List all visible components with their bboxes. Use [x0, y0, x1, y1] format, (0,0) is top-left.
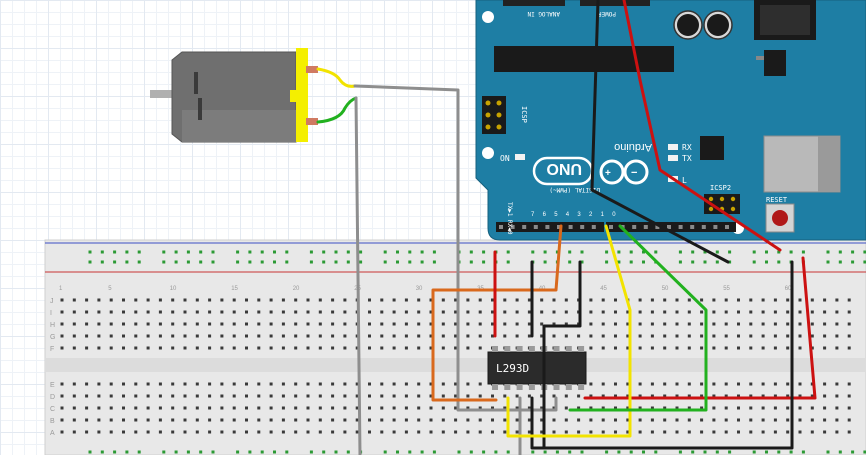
chip-label: L293D	[496, 362, 529, 375]
column-number: 45	[600, 286, 607, 292]
row-letter: G	[50, 334, 55, 341]
icsp2-label: ICSP2	[710, 184, 731, 192]
motor-lead-green	[316, 96, 358, 124]
reset-label: RESET	[766, 196, 788, 204]
svg-text:−: −	[631, 167, 637, 179]
txrx-label: TX▶1 RX◀0	[506, 202, 513, 235]
black-wire-chip-b	[542, 260, 582, 450]
arduino-logo: + −	[599, 159, 649, 185]
tx-led	[668, 155, 678, 161]
l293d-chip: L293D	[487, 346, 587, 390]
column-number: 20	[293, 286, 300, 292]
usb-chip	[700, 136, 724, 160]
red-wire-5v	[622, 0, 782, 252]
row-letter: F	[50, 346, 54, 353]
tx-label: TX	[682, 154, 692, 163]
grey-wire-motor-b	[354, 96, 362, 455]
pin-number: 7	[531, 212, 535, 218]
column-number: 60	[785, 286, 792, 292]
row-letter: C	[50, 406, 55, 413]
digital-header-low	[496, 222, 604, 232]
svg-text:+: +	[605, 168, 611, 179]
red-wire-power	[583, 256, 817, 400]
pin-number: 0	[612, 212, 616, 218]
row-letter: B	[50, 418, 55, 425]
green-wire	[568, 224, 708, 412]
power-label: POWER	[598, 10, 616, 17]
mounting-hole	[482, 11, 494, 23]
icsp2-header	[704, 194, 740, 214]
column-number: 30	[416, 286, 423, 292]
black-wire-ground-bus	[530, 260, 794, 450]
row-letter: E	[50, 382, 55, 389]
on-led	[515, 154, 525, 160]
microcontroller-chip	[494, 46, 674, 72]
arduino-brand: Arduino	[614, 141, 652, 153]
wires	[316, 0, 817, 455]
l-label: L	[682, 176, 687, 185]
yellow-wire	[506, 224, 632, 438]
voltage-regulator	[764, 50, 786, 76]
motor-terminal	[306, 66, 318, 73]
icsp-label: ICSP	[520, 106, 528, 123]
on-label: ON	[500, 154, 510, 163]
motor-terminal	[306, 118, 318, 125]
icsp-header	[482, 96, 506, 134]
rx-label: RX	[682, 143, 692, 152]
motor-shaft	[150, 90, 180, 98]
column-number: 10	[170, 286, 177, 292]
column-number: 50	[662, 286, 669, 292]
column-number: 5	[108, 286, 112, 292]
pin-number: 3	[577, 212, 581, 218]
column-number: 55	[723, 286, 730, 292]
rx-led	[668, 144, 678, 150]
uno-text: UNO	[546, 160, 582, 177]
pin-numbers: 7 6 5 4 3 2 1 0	[531, 212, 616, 218]
dc-motor	[150, 48, 318, 143]
mounting-hole	[482, 147, 494, 159]
pin-number: 6	[543, 212, 547, 218]
motor-lead-yellow	[316, 67, 357, 88]
orange-wire	[431, 224, 563, 402]
arduino-uno-board: ANALOG IN POWER ICSP RX	[475, 0, 866, 241]
column-number: 15	[231, 286, 238, 292]
breadboard-holes	[60, 250, 866, 454]
pin-number: 1	[601, 212, 605, 218]
row-letter: H	[50, 322, 55, 329]
black-wire-gnd	[590, 0, 730, 264]
analog-in-label: ANALOG IN	[527, 10, 560, 17]
column-number: 1	[59, 286, 63, 292]
pin-number: 5	[554, 212, 558, 218]
row-letter: J	[50, 298, 54, 305]
row-letter: A	[50, 430, 55, 437]
pin-number: 2	[589, 212, 593, 218]
digital-label: DIGITAL (PWM~)	[549, 186, 600, 193]
row-letter: D	[50, 394, 55, 401]
row-letter: I	[50, 310, 52, 317]
grey-wire-motor-a	[353, 84, 558, 412]
pin-number: 4	[566, 212, 570, 218]
